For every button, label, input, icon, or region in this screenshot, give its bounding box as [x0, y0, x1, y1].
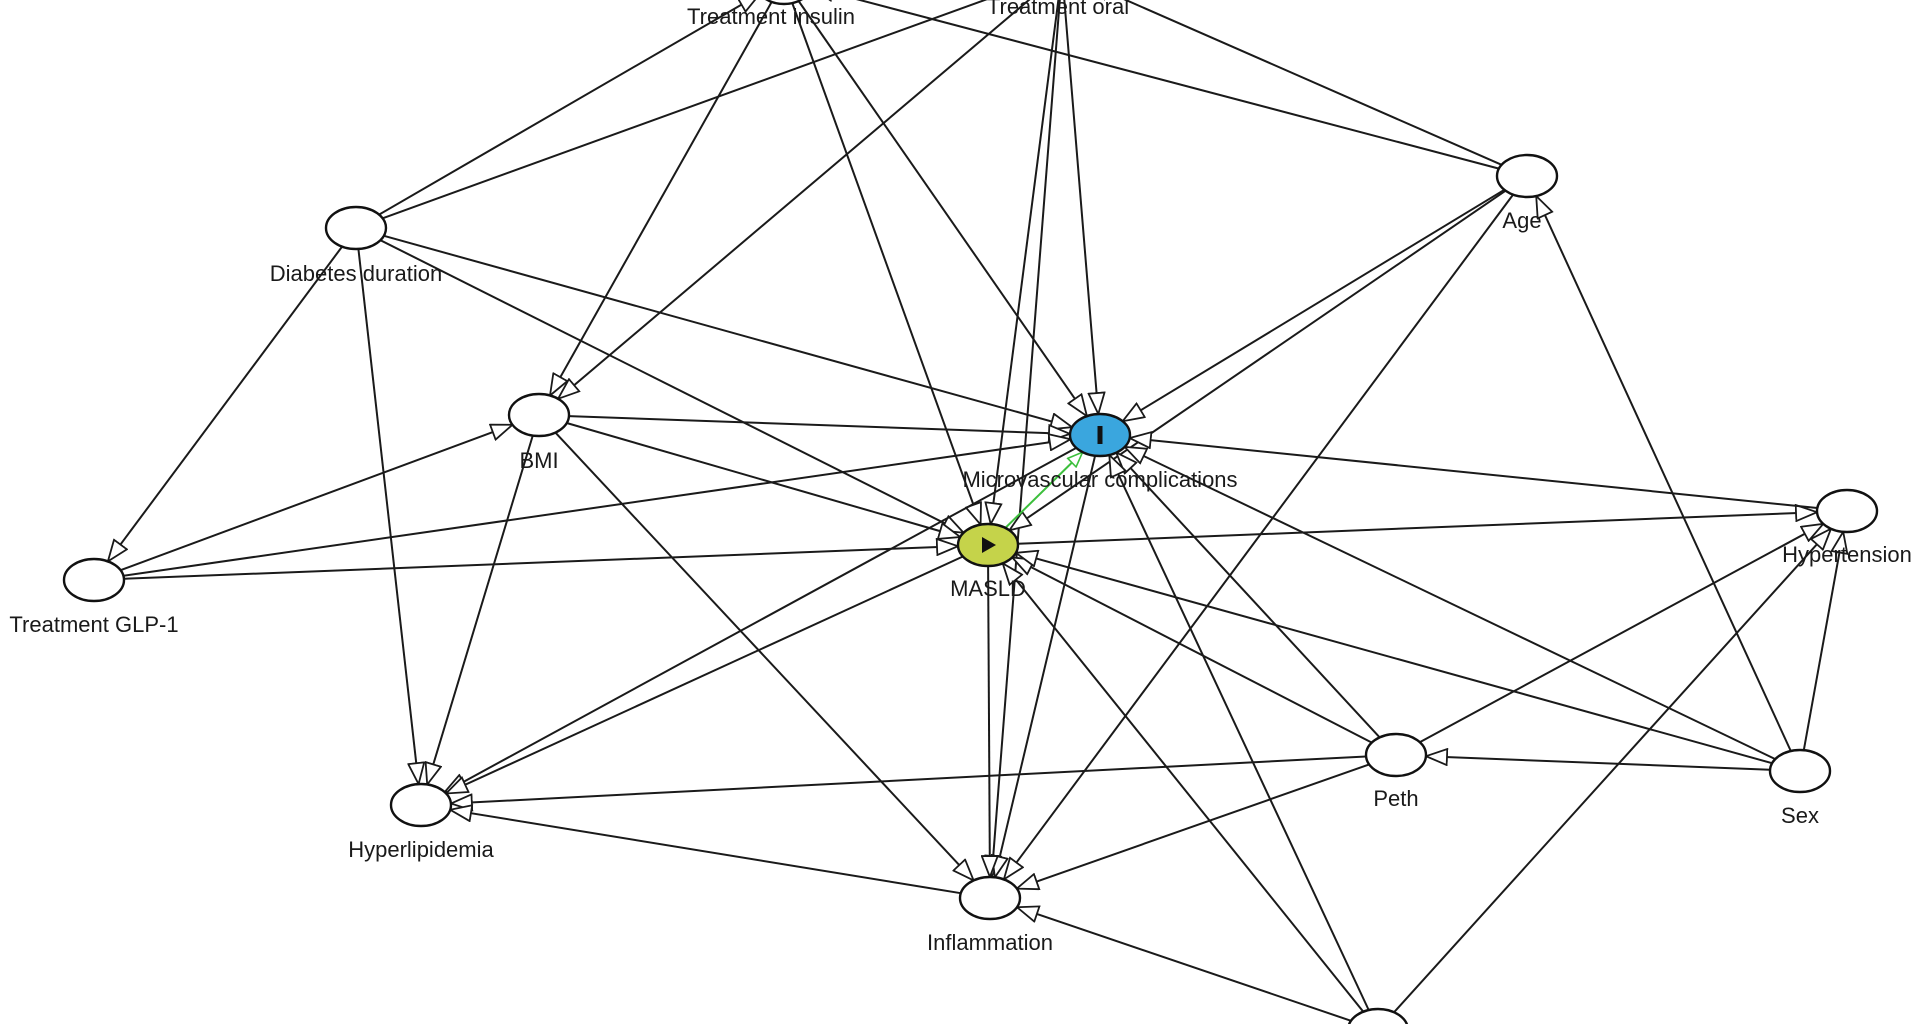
- edge-treat_insulin-to-micro: [797, 0, 1087, 416]
- edge-diab_dur-to-micro: [383, 234, 1072, 427]
- node-diab-dur[interactable]: [324, 205, 388, 251]
- label-treat-oral: Treatment oral: [987, 0, 1129, 19]
- edge-bmi-to-masld: [566, 422, 961, 537]
- edge-masld-to-hyperlip: [446, 555, 964, 794]
- node-glp1[interactable]: [62, 557, 126, 603]
- label-sex: Sex: [1781, 803, 1819, 828]
- edge-bmi-to-inflam: [554, 431, 973, 881]
- outcome-bar-icon: [1097, 426, 1103, 444]
- label-treat-insulin: Treatment insulin: [687, 4, 855, 29]
- label-masld: MASLD: [950, 576, 1026, 601]
- edge-micro-to-inflam: [995, 455, 1097, 878]
- edge-sex-to-masld: [1016, 553, 1773, 765]
- edge-age-to-micro: [1123, 188, 1505, 421]
- edge-hyperten-to-micro: [1130, 438, 1818, 509]
- edge-peth-to-inflam: [1017, 763, 1370, 888]
- edge-treat_oral-to-inflam: [992, 0, 1061, 877]
- label-age: Age: [1502, 208, 1541, 233]
- node-peth[interactable]: [1364, 732, 1428, 778]
- node-hyperlip[interactable]: [389, 782, 453, 828]
- node-treat-insulin[interactable]: [754, 0, 814, 6]
- edge-bmi-to-hyperlip: [427, 435, 534, 785]
- label-micro: Microvascular complications: [962, 467, 1237, 492]
- edge-peth-to-micro: [1116, 453, 1381, 739]
- edge-treat_insulin-to-masld: [791, 2, 980, 525]
- nodes-layer: [62, 0, 1879, 1024]
- edge-bottom-to-micro: [1109, 455, 1370, 1011]
- edge-peth-to-masld: [1012, 557, 1373, 744]
- edge-bottom-to-hyperten: [1393, 529, 1831, 1013]
- label-bmi: BMI: [519, 448, 558, 473]
- causal-path-edge-masld-to-micro: [1004, 452, 1082, 529]
- node-bottom[interactable]: [1347, 1007, 1409, 1024]
- edge-diab_dur-to-treat_oral: [382, 0, 988, 220]
- edge-bottom-to-inflam: [1017, 907, 1352, 1022]
- edge-treat_insulin-to-bmi: [550, 1, 773, 396]
- edge-masld-to-inflam: [988, 565, 990, 877]
- edge-diab_dur-to-treat_insulin: [378, 0, 760, 216]
- edge-diab_dur-to-hyperlip: [357, 248, 418, 784]
- edge-diab_dur-to-glp1: [108, 246, 343, 562]
- label-hyperlip: Hyperlipidemia: [348, 837, 494, 862]
- label-peth: Peth: [1373, 786, 1418, 811]
- node-hyperten[interactable]: [1815, 488, 1879, 534]
- edges-layer: [108, 0, 1843, 1022]
- label-diab-dur: Diabetes duration: [270, 261, 442, 286]
- label-inflam: Inflammation: [927, 930, 1053, 955]
- edge-bmi-to-micro: [568, 415, 1070, 434]
- edge-sex-to-hyperten: [1802, 532, 1843, 751]
- edge-age-to-inflam: [1004, 194, 1514, 880]
- node-age[interactable]: [1495, 153, 1559, 199]
- edge-peth-to-hyperlip: [451, 755, 1367, 804]
- node-sex[interactable]: [1768, 748, 1832, 794]
- edge-sex-to-age: [1536, 196, 1792, 752]
- edge-peth-to-hyperten: [1419, 524, 1824, 744]
- edge-glp1-to-micro: [123, 439, 1070, 577]
- edge-inflam-to-hyperlip: [450, 810, 961, 895]
- edge-treat_oral-to-bmi: [558, 0, 1031, 399]
- edge-treat_oral-to-micro: [1063, 0, 1098, 414]
- edge-age-to-masld: [1009, 189, 1507, 531]
- exposure-play-icon: [982, 537, 996, 553]
- edge-glp1-to-masld: [123, 546, 958, 580]
- edge-treat_oral-to-masld: [991, 0, 1060, 524]
- labels-layer: Treatment insulin Treatment oralAgeDiabet…: [9, 0, 1911, 955]
- edge-age-to-treat_insulin: [813, 0, 1500, 170]
- edge-age-to-treat_oral: [1088, 0, 1503, 166]
- edge-glp1-to-bmi: [120, 425, 513, 572]
- edge-sex-to-peth: [1426, 756, 1771, 771]
- label-glp1: Treatment GLP-1: [9, 612, 178, 637]
- label-hyperten: Hypertension: [1782, 542, 1912, 567]
- edge-sex-to-micro: [1125, 447, 1776, 761]
- edge-micro-to-hyperlip: [445, 447, 1077, 792]
- edge-bottom-to-masld: [1003, 563, 1365, 1013]
- edge-diab_dur-to-masld: [379, 239, 963, 533]
- node-inflam[interactable]: [958, 875, 1022, 921]
- node-bmi[interactable]: [507, 392, 571, 438]
